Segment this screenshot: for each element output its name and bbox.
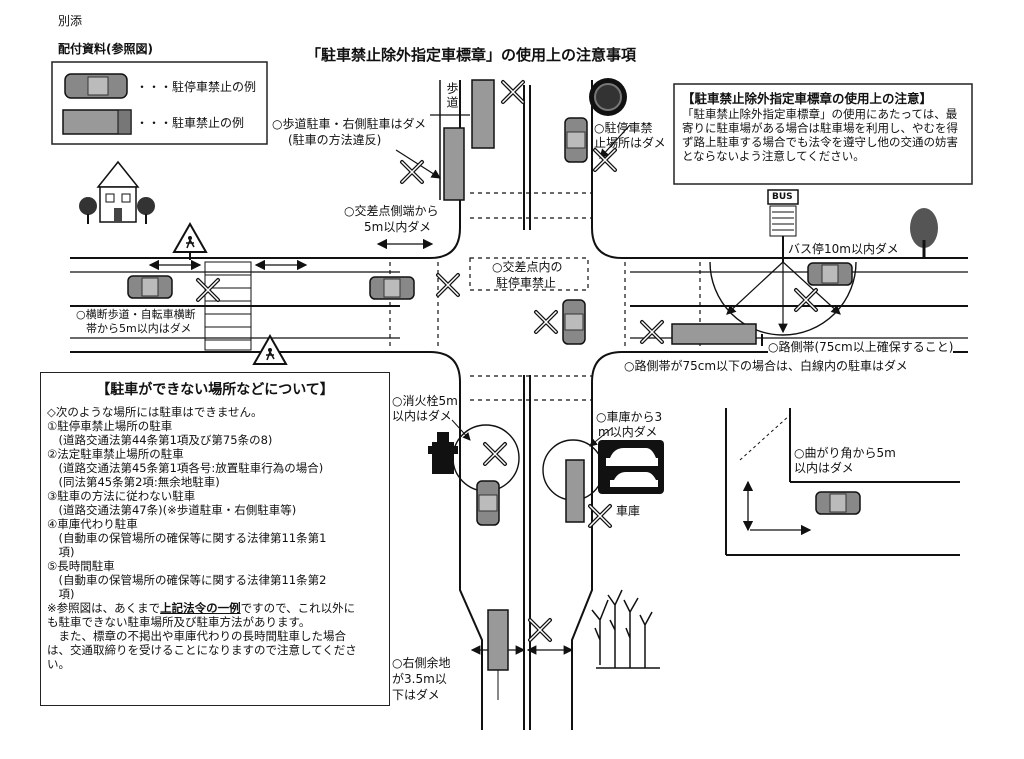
no-stopping-sign-icon xyxy=(589,78,627,116)
info-line: (道路交通法第47条)(※歩道駐車・右側駐車等) xyxy=(47,503,297,517)
notice-body: 「駐車禁止除外指定車標章」の使用にあたっては、最寄りに駐車場がある場合は駐車場を… xyxy=(682,107,958,163)
truck-sidewalk xyxy=(443,127,465,201)
legend-truck-icon xyxy=(62,109,132,135)
crosswalk-sign-icon xyxy=(252,333,288,365)
x-mark xyxy=(501,80,525,104)
corner-detail xyxy=(725,408,960,556)
crosswalk xyxy=(204,261,252,351)
house-icon xyxy=(79,160,155,224)
info-line: ④車庫代わり駐車 xyxy=(47,517,138,531)
bus-sign-text: BUS xyxy=(772,192,793,202)
corner-label-2: 以内はダメ xyxy=(794,461,854,475)
info-line: (同法第45条第2項:無余地駐車) xyxy=(47,475,220,489)
no-stop-zone-label-2: 止場所はダメ xyxy=(594,136,666,150)
right-side-label-2: が3.5m以 xyxy=(392,672,447,686)
notice-panel: 【駐車禁止除外指定車標章の使用上の注意】 「駐車禁止除外指定車標章」の使用にあた… xyxy=(682,88,966,163)
info-line: 項) xyxy=(47,587,75,601)
truck-shoulder xyxy=(671,323,757,345)
shoulder-rule-label: ○路側帯が75cm以下の場合は、白線内の駐車はダメ xyxy=(624,359,908,373)
car-corner xyxy=(815,491,861,515)
corner-label-1: ○曲がり角から5m xyxy=(794,446,896,460)
handout-label: 配付資料(参照図) xyxy=(58,42,153,56)
in-intersection-label-2: 駐停車禁止 xyxy=(496,276,557,290)
bus-stop-label: バス停10m以内ダメ xyxy=(788,242,899,256)
info-line: (道路交通法第45条第1項各号:放置駐車行為の場合) xyxy=(47,461,324,475)
x-mark xyxy=(528,618,552,642)
garage-label: 車庫 xyxy=(616,504,641,518)
car-hydrant xyxy=(476,480,500,526)
info-footer-first-line: ※参照図は、あくまで上記法令の一例ですので、これ以外に xyxy=(47,601,383,615)
info-list: ◇次のような場所には駐車はできません。 ①駐停車禁止場所の駐車 (道路交通法第4… xyxy=(47,405,383,671)
crosswalk-label-1: ○横断歩道・自転車横断 xyxy=(76,308,196,321)
info-footer-post: ですので、これ以外に xyxy=(240,601,356,615)
crosswalk-sign-icon xyxy=(172,221,208,260)
garage-icon xyxy=(598,440,664,494)
info-box: 【駐車ができない場所などについて】 ◇次のような場所には駐車はできません。 ①駐… xyxy=(40,372,390,706)
info-line: ◇次のような場所には駐車はできません。 xyxy=(47,405,263,419)
x-mark xyxy=(640,320,664,344)
crosswalk-label-2: 帯から5m以内はダメ xyxy=(86,322,192,335)
info-footer-line: は、交通取締りを受けることになりますので注意してくださ xyxy=(47,643,357,657)
intersection-edge-label-2: 5m以内ダメ xyxy=(364,220,431,234)
info-line: ⑤長時間駐車 xyxy=(47,559,115,573)
x-mark xyxy=(400,160,424,184)
x-mark xyxy=(436,273,460,297)
sidewalk-parking-label-1: ○歩道駐車・右側駐車はダメ xyxy=(272,117,427,131)
garage-distance-label-2: m以内ダメ xyxy=(598,425,658,439)
info-line: ③駐車の方法に従わない駐車 xyxy=(47,489,196,503)
info-line: 項) xyxy=(47,545,75,559)
info-line: (道路交通法第44条第1項及び第75条の8) xyxy=(47,433,273,447)
truck-right-side xyxy=(487,609,509,671)
page-title: 「駐車禁止除外指定車標章」の使用上の注意事項 xyxy=(306,46,637,64)
notice-title: 【駐車禁止除外指定車標章の使用上の注意】 xyxy=(682,91,933,106)
info-title: 【駐車ができない場所などについて】 xyxy=(96,382,334,398)
tree-icon xyxy=(910,208,938,258)
x-mark xyxy=(483,442,507,466)
fire-hydrant-icon xyxy=(428,432,458,474)
x-mark xyxy=(196,278,220,302)
hydrant-label-2: 以内はダメ xyxy=(392,409,452,423)
hydrant-label-1: ○消火栓5m xyxy=(392,394,458,408)
legend-car-icon xyxy=(64,73,128,99)
car-in-intersection xyxy=(562,299,586,345)
notice-box xyxy=(673,83,973,185)
info-line: (自動車の保管場所の確保等に関する法律第11条第2 xyxy=(47,573,327,587)
garage-distance-label-1: ○車庫から3 xyxy=(596,410,663,424)
car-crosswalk xyxy=(127,275,173,299)
info-line: (自動車の保管場所の確保等に関する法律第11条第1 xyxy=(47,531,327,545)
right-side-label-3: 下はダメ xyxy=(392,688,440,702)
info-footer-line: また、標章の不掲出や車庫代わりの長時間駐車した場合 xyxy=(47,629,346,643)
no-stop-zone-label-1: ○駐停車禁 xyxy=(594,121,653,135)
in-intersection-label-1: ○交差点内の xyxy=(492,260,563,274)
sidewalk-label: 歩道 xyxy=(445,82,459,110)
car-intersection-left xyxy=(369,276,415,300)
legend-no-parking-label: ・・・駐車禁止の例 xyxy=(136,116,245,130)
info-line: ②法定駐車禁止場所の駐車 xyxy=(47,447,184,461)
attachment-label: 別添 xyxy=(58,14,83,28)
truck-garage xyxy=(565,459,585,523)
info-footer-pre: ※参照図は、あくまで xyxy=(47,601,161,615)
info-line: ①駐停車禁止場所の駐車 xyxy=(47,419,173,433)
truck-top xyxy=(471,79,495,149)
intersection-edge-label-1: ○交差点側端から xyxy=(344,204,439,218)
info-footer-emphasis: 上記法令の一例 xyxy=(160,601,241,615)
info-footer-line: い。 xyxy=(47,657,70,671)
legend-no-stop-label: ・・・駐停車禁止の例 xyxy=(136,80,257,94)
car-no-stop-zone xyxy=(564,117,588,163)
info-footer-line: も駐車できない駐車場所及び駐車方法があります。 xyxy=(47,615,311,629)
bus-stop-sign-icon xyxy=(767,189,799,262)
trees-icon xyxy=(591,589,660,669)
shoulder-label: ○路側帯(75cm以上確保すること) xyxy=(768,340,954,354)
sidewalk-parking-label-2: (駐車の方法違反) xyxy=(288,133,382,147)
car-bus-stop xyxy=(807,262,853,286)
right-side-label-1: ○右側余地 xyxy=(392,656,451,670)
x-mark xyxy=(534,310,558,334)
